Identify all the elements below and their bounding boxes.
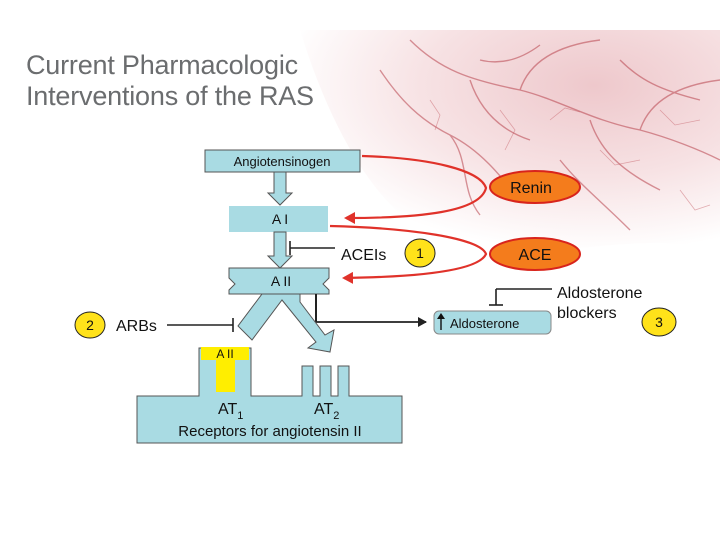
svg-text:3: 3 [655,314,663,330]
arrow-angiotensinogen-to-a1 [266,171,294,206]
aldosterone-blockers-label-1: Aldosterone [557,285,642,302]
ace-label: ACE [519,247,552,264]
fork-arrow [237,293,335,353]
svg-text:2: 2 [86,317,94,333]
title-line-1: Current Pharmacologic [26,50,298,80]
angiotensinogen-box: Angiotensinogen [204,149,361,173]
aldosterone-blockers-label-2: blockers [557,305,617,322]
a2-bound-label: A II [216,347,233,361]
ace-enzyme: ACE [489,237,581,271]
a1-box: A I [229,206,328,232]
a1-label: A I [272,211,288,227]
ace-curve-arrow [329,224,488,284]
at1-label: AT1 [218,401,243,422]
renin-enzyme: Renin [489,170,581,204]
arb-inhibition: ARBs [116,318,234,335]
angiotensinogen-label: Angiotensinogen [234,154,331,169]
badge-2: 2 [74,311,106,339]
a2-box: A II [228,267,330,295]
a2-to-aldosterone-line [315,294,427,327]
slide-title: Current Pharmacologic Interventions of t… [26,50,386,112]
badge-1: 1 [404,238,436,268]
receptor-complex: A II AT1 AT2 Receptors for angiotensin I… [136,347,403,444]
receptors-label: Receptors for angiotensin II [178,423,361,440]
arbs-label: ARBs [116,318,157,335]
svg-text:1: 1 [416,245,424,261]
aldosterone-label: Aldosterone [450,316,519,331]
acei-inhibition [289,241,335,255]
aldosterone-blocker-inhibition [489,288,552,306]
arrow-a1-to-a2 [266,231,294,269]
a2-label: A II [271,273,291,289]
title-line-2: Interventions of the RAS [26,81,314,111]
aldosterone-box: Aldosterone [433,310,552,335]
badge-3: 3 [641,307,677,337]
aceis-label: ACEIs [341,247,386,264]
renin-curve-arrow [344,154,488,224]
renin-label: Renin [510,180,552,197]
at2-label: AT2 [314,401,339,422]
